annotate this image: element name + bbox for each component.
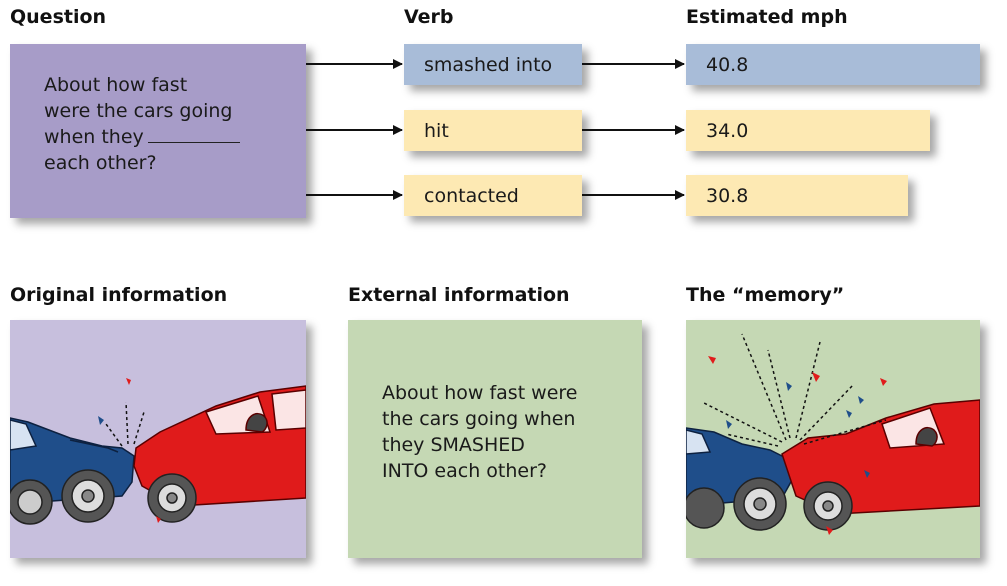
debris-pieces — [708, 356, 887, 535]
estimate-box-30-8: 30.8 — [686, 175, 908, 216]
severe-collision-illustration — [686, 333, 980, 535]
fill-in-blank — [147, 128, 240, 143]
estimate-box-40-8: 40.8 — [686, 44, 980, 85]
impact-marks — [105, 401, 145, 447]
header-original-information: Original information — [10, 284, 228, 306]
header-estimated-mph: Estimated mph — [686, 6, 848, 28]
header-external-information: External information — [348, 284, 570, 306]
verb-box-smashed-into: smashed into — [404, 44, 582, 85]
header-question: Question — [10, 6, 107, 28]
external-line-4: INTO each other? — [382, 460, 547, 482]
question-line-1: About how fast — [44, 74, 188, 96]
question-line-3: when they — [44, 126, 144, 148]
external-line-3: they SMASHED — [382, 434, 525, 456]
question-line-4: each other? — [44, 152, 157, 174]
original-information-panel — [10, 320, 306, 558]
question-text: About how fast were the cars going when … — [44, 72, 240, 176]
blue-car-wheels — [10, 469, 115, 525]
estimate-value: 34.0 — [706, 119, 749, 142]
question-line-2: were the cars going — [44, 100, 233, 122]
minor-collision-illustration — [10, 378, 306, 525]
red-car-wheel — [147, 473, 197, 523]
memory-panel — [686, 320, 980, 558]
external-information-panel: About how fast were the cars going when … — [348, 320, 642, 558]
verb-label: contacted — [424, 184, 519, 207]
question-box: About how fast were the cars going when … — [10, 44, 306, 218]
estimate-box-34-0: 34.0 — [686, 110, 930, 151]
red-car-wheel — [803, 481, 853, 531]
verb-label: smashed into — [424, 53, 553, 76]
external-line-1: About how fast were — [382, 382, 578, 404]
blue-car-wheel — [686, 477, 787, 531]
estimate-value: 30.8 — [706, 184, 749, 207]
verb-box-hit: hit — [404, 110, 582, 151]
estimate-value: 40.8 — [706, 53, 749, 76]
external-text: About how fast were the cars going when … — [382, 380, 578, 484]
verb-label: hit — [424, 119, 449, 142]
debris-blue — [98, 416, 104, 425]
header-the-memory: The “memory” — [686, 284, 845, 306]
question-line-3-wrap: when they — [44, 124, 240, 150]
explosion-lines — [701, 333, 887, 447]
debris-red — [126, 378, 131, 385]
debris-red-small — [156, 516, 161, 523]
header-verb: Verb — [404, 6, 454, 28]
verb-box-contacted: contacted — [404, 175, 582, 216]
external-line-2: the cars going when — [382, 408, 576, 430]
